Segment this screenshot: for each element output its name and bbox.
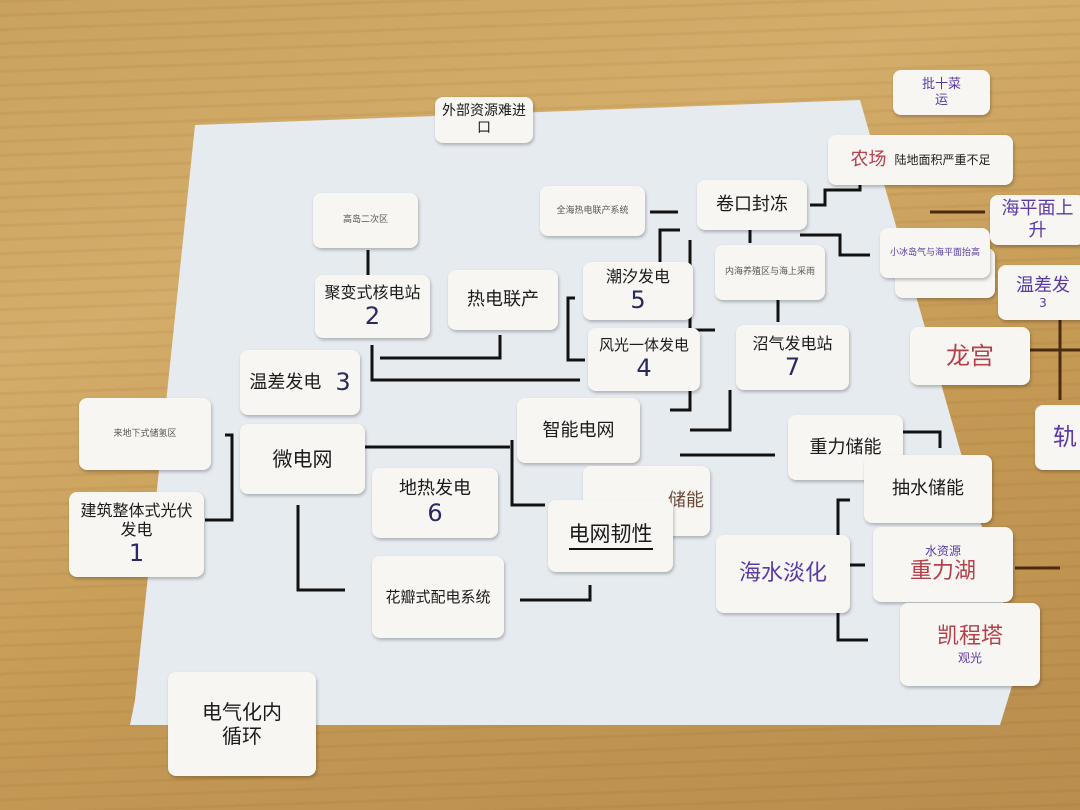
card-electrification[interactable]: 电气化内循环 xyxy=(168,672,316,776)
arrow xyxy=(520,585,592,602)
arrow xyxy=(810,180,862,207)
card-text: 智能电网 xyxy=(542,419,615,441)
card-note: 水资源 xyxy=(924,544,961,559)
arrow xyxy=(296,505,345,592)
bracket xyxy=(205,433,234,522)
card-text: 重力湖 xyxy=(909,558,976,584)
card-note: 陆地面积严重不足 xyxy=(894,152,991,167)
card-text: 风光一体发电 xyxy=(598,336,689,355)
card-sea-heat[interactable]: 全海热电联产系统 xyxy=(540,186,645,236)
card-text: 重力储能 xyxy=(809,436,882,458)
card-gravity-storage[interactable]: 重力储能 xyxy=(788,415,903,480)
card-text: 电气化内循环 xyxy=(202,700,282,748)
card-vegetables[interactable]: 批十菜运 xyxy=(893,70,990,115)
arrow xyxy=(688,240,715,332)
card-text: 来地下式储氢区 xyxy=(113,428,177,439)
card-number: 4 xyxy=(636,354,652,383)
arrow xyxy=(380,335,502,360)
card-text: 内海养殖区与海上采雨 xyxy=(724,267,815,278)
card-text: 抽水储能 xyxy=(892,478,964,500)
card-title: 农场 xyxy=(850,149,887,171)
card-text: 热电联产 xyxy=(467,289,539,311)
card-text: 海平面上升 xyxy=(1001,198,1074,241)
card-hydrogen[interactable]: 来地下式储氢区 xyxy=(79,398,211,470)
arrow xyxy=(800,233,870,257)
card-text: 电网韧性 xyxy=(568,522,653,550)
card-smart-grid[interactable]: 智能电网 xyxy=(517,398,640,463)
card-tower[interactable]: 凯程塔观光 xyxy=(900,603,1040,686)
card-chp[interactable]: 热电联产 xyxy=(448,270,558,330)
card-text: 海水淡化 xyxy=(738,560,827,586)
card-desalination[interactable]: 海水淡化 xyxy=(716,535,850,613)
card-number: 7 xyxy=(784,352,801,381)
card-temp-diff[interactable]: 温差发电 3 xyxy=(240,350,360,415)
arrow xyxy=(658,228,680,270)
card-text: 龙宫 xyxy=(946,341,994,370)
card-text: 微电网 xyxy=(272,447,333,471)
card-number: 3 xyxy=(1039,296,1047,311)
arrow xyxy=(670,385,692,412)
arrow xyxy=(566,296,585,362)
arrow xyxy=(900,430,942,448)
card-pumped-storage[interactable]: 抽水储能 xyxy=(864,455,992,523)
card-number: 6 xyxy=(427,499,443,528)
card-microgrid[interactable]: 微电网 xyxy=(240,424,365,494)
card-text: 高岛二次区 xyxy=(342,215,388,226)
card-text: 聚变式核电站 xyxy=(324,282,421,302)
card-petal-distribution[interactable]: 花瓣式配电系统 xyxy=(372,556,504,638)
card-external-resources[interactable]: 外部资源难进口 xyxy=(435,97,533,143)
card-text: 凯程塔 xyxy=(936,624,1003,650)
card-sea-level-note[interactable]: 小冰岛气与海平面抬高 xyxy=(880,228,990,278)
card-text: 温差发电 xyxy=(249,371,322,393)
card-freeze[interactable]: 卷口封冻 xyxy=(697,180,807,230)
card-text: 地热发电 xyxy=(399,477,471,499)
card-aquaculture[interactable]: 内海养殖区与海上采雨 xyxy=(715,245,825,300)
card-text: 轨 xyxy=(1053,423,1077,452)
card-text: 卷口封冻 xyxy=(716,194,788,216)
card-number: 5 xyxy=(630,286,646,315)
card-grid-resilience[interactable]: 电网韧性 xyxy=(548,500,673,572)
card-text: 温差发 xyxy=(1016,274,1070,296)
card-number: 1 xyxy=(128,539,145,568)
card-dragon-palace[interactable]: 龙宫 xyxy=(910,327,1030,385)
card-note: 观光 xyxy=(957,650,982,665)
card-text: 批十菜 xyxy=(921,76,961,92)
card-number: 3 xyxy=(335,368,351,397)
arrow xyxy=(510,440,545,507)
card-farm[interactable]: 农场陆地面积严重不足 xyxy=(828,135,1013,185)
card-text: 储能 xyxy=(668,490,704,512)
card-text: 花瓣式配电系统 xyxy=(385,588,491,606)
card-text: 运 xyxy=(934,92,948,108)
arrow xyxy=(370,345,580,382)
card-text: 潮汐发电 xyxy=(605,267,670,286)
card-text: 建筑整体式光伏发电 xyxy=(80,500,193,540)
card-text: 全海热电联产系统 xyxy=(556,205,629,216)
card-text: 外部资源难进口 xyxy=(442,103,526,136)
card-text: 沼气发电站 xyxy=(752,333,833,353)
arrow xyxy=(690,390,732,432)
card-sea-level[interactable]: 海平面上升 xyxy=(990,195,1080,245)
card-rail[interactable]: 轨 xyxy=(1035,405,1080,470)
card-number: 2 xyxy=(364,301,381,330)
card-island[interactable]: 高岛二次区 xyxy=(313,193,418,248)
card-gravity-lake[interactable]: 水资源重力湖 xyxy=(873,527,1013,602)
card-text: 小冰岛气与海平面抬高 xyxy=(889,247,980,258)
